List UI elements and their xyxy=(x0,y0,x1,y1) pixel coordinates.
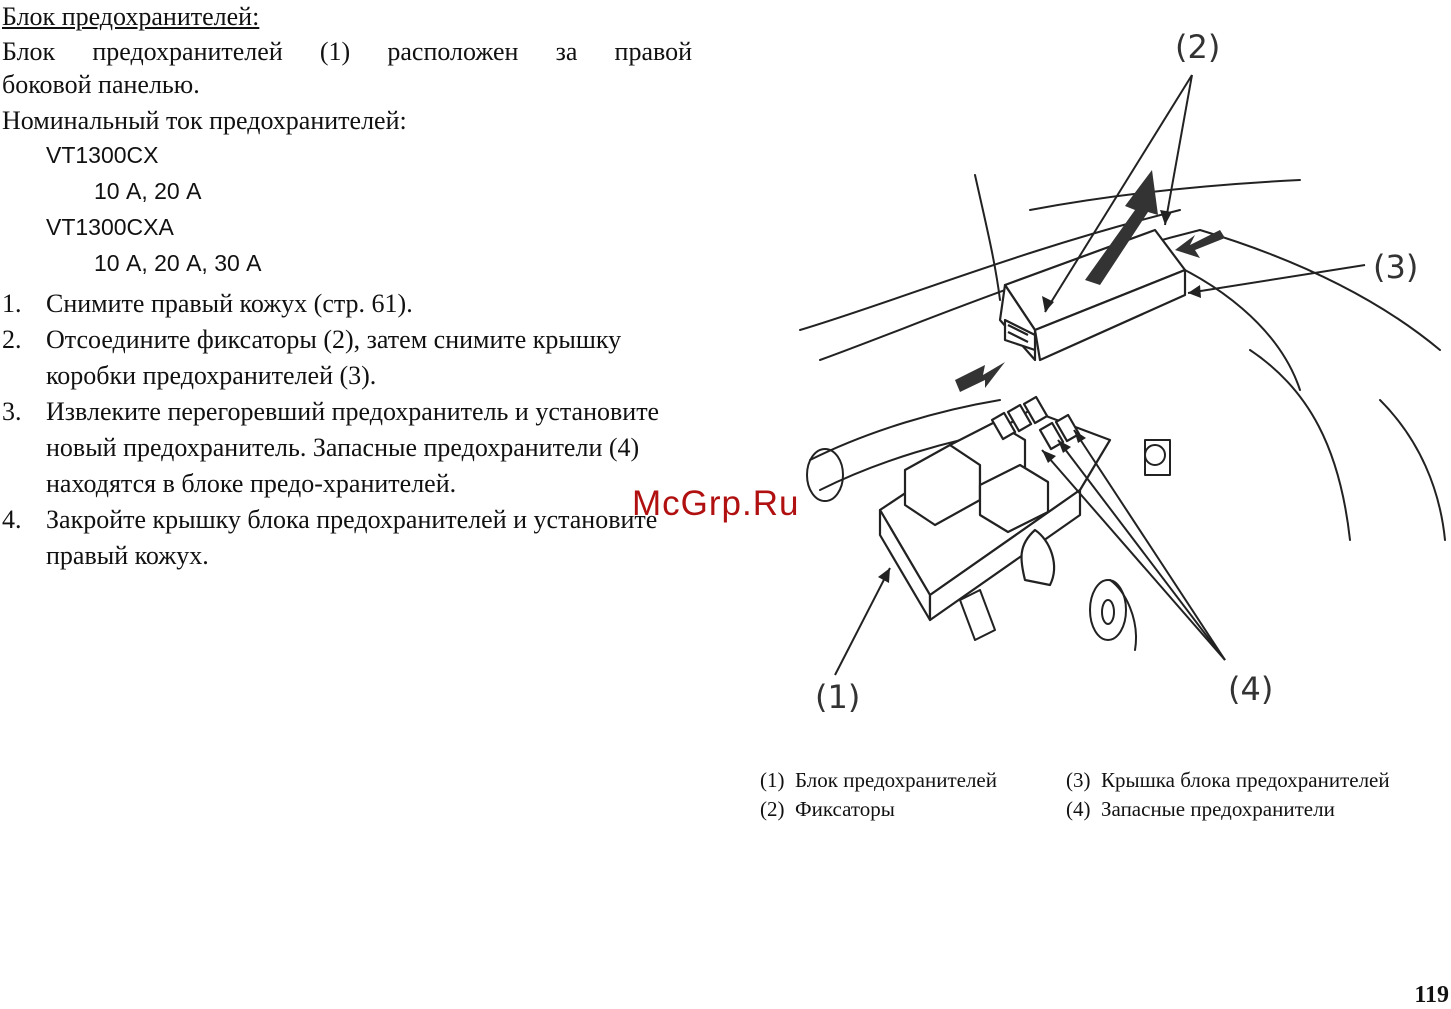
legend-label: Запасные предохранители xyxy=(1101,797,1335,821)
leader-arrowheads xyxy=(878,210,1201,583)
step-number: 3. xyxy=(2,397,22,426)
legend-label: Блок предохранителей xyxy=(795,768,997,792)
step-number: 2. xyxy=(2,325,22,354)
step-number: 4. xyxy=(2,505,22,534)
legend-item-2: (2) Фиксаторы xyxy=(760,797,895,822)
legend-item-3: (3) Крышка блока предохранителей xyxy=(1066,768,1390,793)
callout-2: (2) xyxy=(1175,28,1220,66)
model-ratings-cx: 10 А, 20 А xyxy=(94,178,202,204)
step-item: 3. Извлеките перегоревший предохранитель… xyxy=(2,394,702,502)
leader-lines xyxy=(834,74,1366,676)
step-text: Снимите правый кожух (стр. 61). xyxy=(46,289,413,318)
section-title: Блок предохранителей: xyxy=(2,2,260,31)
step-number: 1. xyxy=(2,289,22,318)
callout-3: (3) xyxy=(1373,248,1418,286)
step-item: 2. Отсоедините фиксаторы (2), затем сним… xyxy=(2,322,702,394)
legend-number: (3) xyxy=(1066,768,1091,792)
legend-label: Крышка блока предохранителей xyxy=(1101,768,1390,792)
fuse-box-cover xyxy=(998,228,1187,362)
step-text: Извлеките перегоревший предохранитель и … xyxy=(46,397,660,498)
step-item: 4. Закройте крышку блока предохранителей… xyxy=(2,502,702,574)
fuse-box-illustration: (2) (3) (1) (4) xyxy=(799,28,1446,716)
page-number: 119 xyxy=(1414,982,1449,1008)
procedure-steps: 1. Снимите правый кожух (стр. 61). 2. От… xyxy=(2,286,702,574)
fuse-rating-label: Номинальный ток предохранителей: xyxy=(2,106,407,135)
legend-number: (1) xyxy=(760,768,785,792)
model-name-cx: VT1300CX xyxy=(46,142,159,168)
step-text: Отсоедините фиксаторы (2), затем снимите… xyxy=(46,325,622,390)
motion-arrows xyxy=(955,170,1225,392)
legend-number: (2) xyxy=(760,797,785,821)
legend-label: Фиксаторы xyxy=(795,797,895,821)
legend-item-4: (4) Запасные предохранители xyxy=(1066,797,1335,822)
step-text: Закройте крышку блока предохранителей и … xyxy=(46,505,658,570)
model-ratings-cxa: 10 А, 20 А, 30 А xyxy=(94,250,262,276)
legend-number: (4) xyxy=(1066,797,1091,821)
legend-item-1: (1) Блок предохранителей xyxy=(760,768,997,793)
fuse-box-base xyxy=(878,395,1112,622)
intro-line-2: боковой панелью. xyxy=(2,70,200,99)
step-item: 1. Снимите правый кожух (стр. 61). xyxy=(2,286,702,322)
motorcycle-frame-drawing xyxy=(799,174,1446,651)
model-name-cxa: VT1300CXA xyxy=(46,214,174,240)
callout-1: (1) xyxy=(815,678,860,716)
callout-4: (4) xyxy=(1228,670,1273,708)
intro-line-1: Блок предохранителей (1) расположен за п… xyxy=(2,37,692,66)
watermark: McGrp.Ru xyxy=(632,484,800,523)
